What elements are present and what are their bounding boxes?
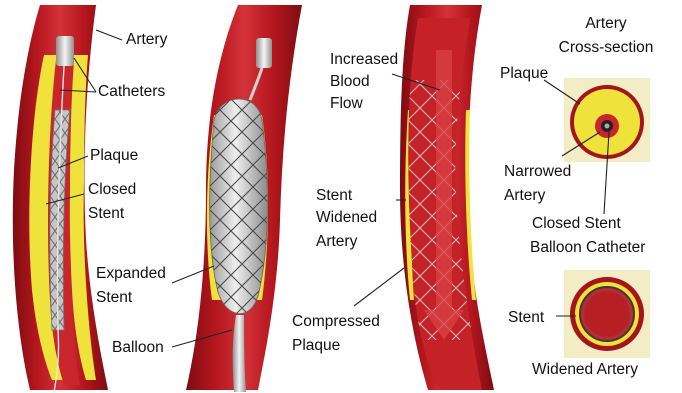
label-plaque-right: Plaque bbox=[500, 65, 548, 82]
artery-panel-widened bbox=[395, 5, 495, 390]
cross-section-narrowed bbox=[564, 78, 650, 162]
label-artery: Artery bbox=[126, 31, 168, 48]
label-narrowed-artery-line1: Narrowed bbox=[504, 163, 571, 180]
label-closed-stent-balloon-line1: Closed Stent bbox=[532, 215, 621, 232]
cross-section-widened bbox=[564, 270, 650, 358]
label-compressed-plaque-line2: Plaque bbox=[292, 337, 340, 354]
catheter-tip bbox=[56, 36, 74, 66]
label-balloon: Balloon bbox=[112, 339, 164, 356]
label-expanded-stent-line1: Expanded bbox=[96, 265, 166, 282]
label-increased-flow-line3: Flow bbox=[330, 95, 364, 112]
label-catheters: Catheters bbox=[98, 83, 165, 100]
catheter-tip bbox=[256, 38, 272, 68]
label-expanded-stent-line2: Stent bbox=[96, 289, 133, 306]
label-increased-flow-line1: Increased bbox=[330, 51, 398, 68]
label-closed-stent-line2: Stent bbox=[88, 205, 125, 222]
label-widened-artery: Widened Artery bbox=[532, 361, 638, 378]
label-narrowed-artery-line2: Artery bbox=[504, 187, 546, 204]
catheter-tail bbox=[233, 315, 246, 392]
artery-panel-balloon bbox=[186, 5, 302, 392]
watermark bbox=[480, 294, 505, 300]
label-closed-stent-line1: Closed bbox=[88, 181, 136, 198]
label-stent-widened-line1: Stent bbox=[316, 187, 353, 204]
label-stent-widened-line3: Artery bbox=[316, 233, 358, 250]
label-closed-stent-balloon-line2: Balloon Catheter bbox=[530, 239, 645, 256]
artery-panel-closed-stent bbox=[13, 5, 108, 392]
label-cross-section-line1: Artery bbox=[585, 15, 627, 32]
label-stent-widened-line2: Widened bbox=[316, 209, 377, 226]
label-stent-right: Stent bbox=[508, 309, 545, 326]
label-plaque: Plaque bbox=[90, 147, 138, 164]
label-compressed-plaque-line1: Compressed bbox=[292, 313, 380, 330]
label-increased-flow-line2: Blood bbox=[330, 73, 370, 90]
label-cross-section-line2: Cross-section bbox=[559, 39, 654, 56]
